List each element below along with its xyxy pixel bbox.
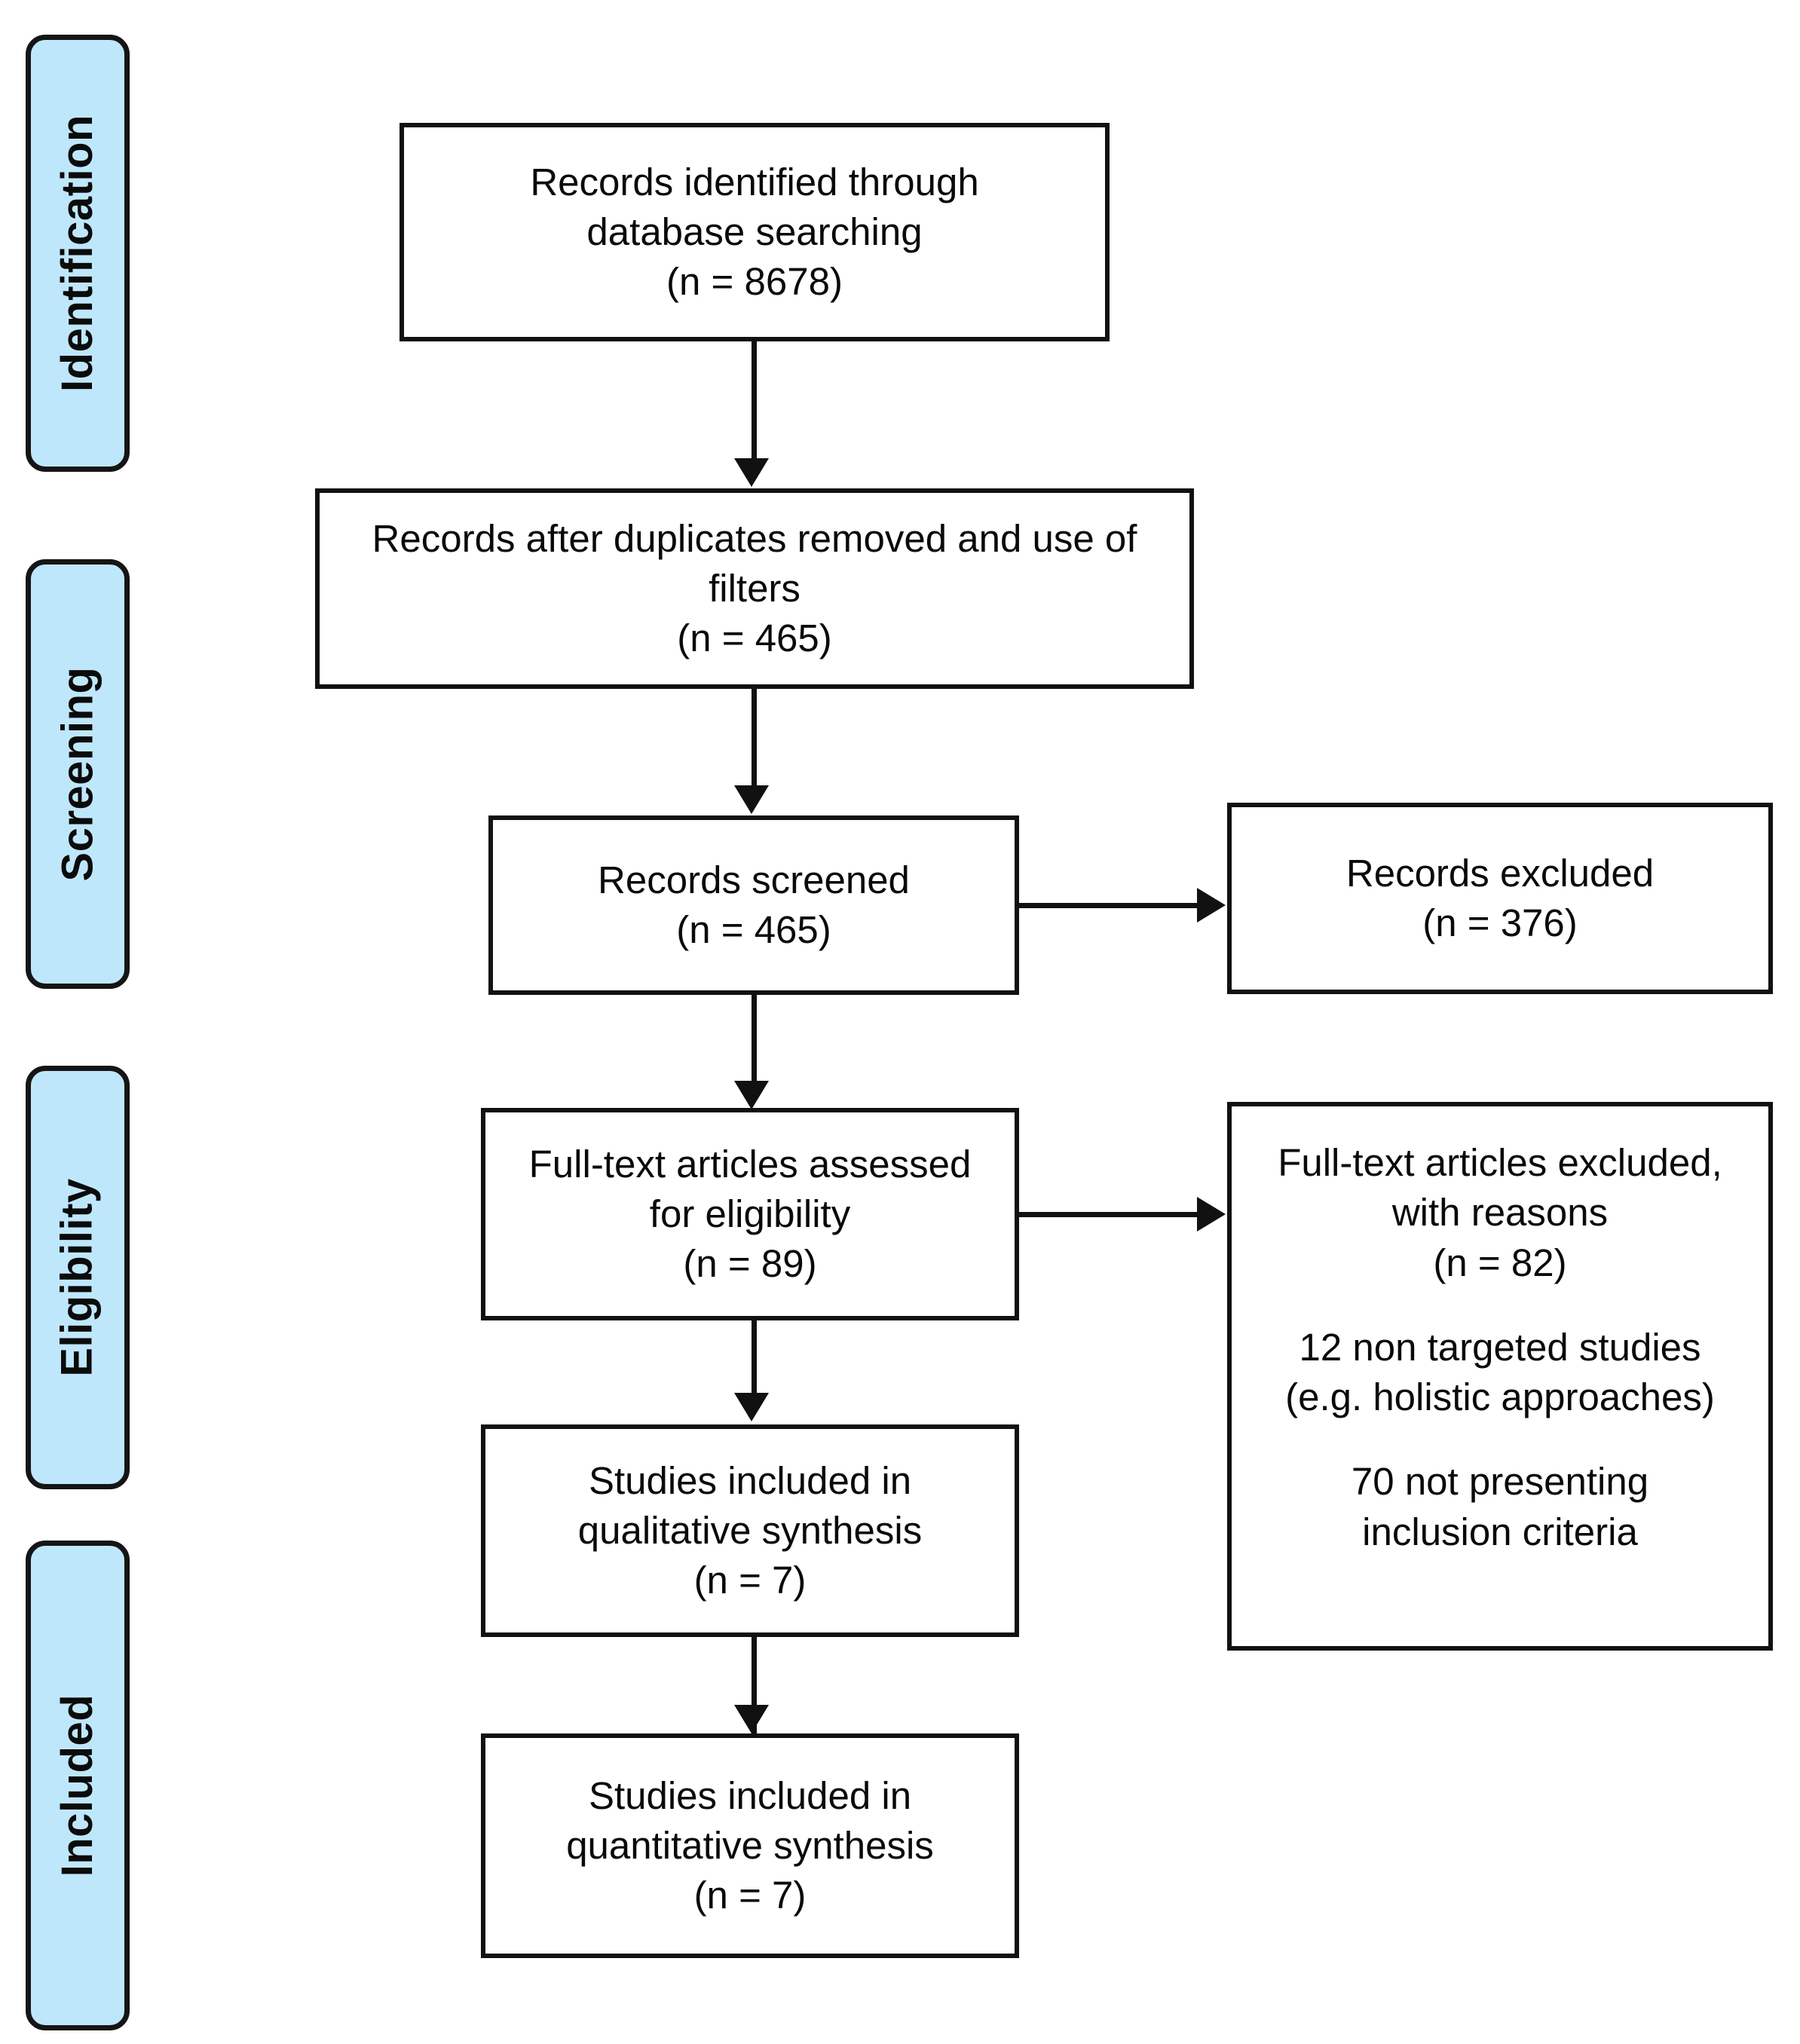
box-records-excluded-line-1: Records excluded: [1345, 851, 1655, 895]
box-records-screened: Records screened (n = 465): [488, 815, 1019, 995]
arrowhead-qualitative-to-quantitative: [734, 1705, 769, 1733]
stage-label-screening: Screening: [53, 666, 102, 882]
box-fulltext-excluded-count: (n = 82): [1433, 1241, 1567, 1284]
box-fulltext-excluded: Full-text articles excluded, with reason…: [1227, 1102, 1773, 1651]
connector-fulltext-to-excluded: [1019, 1212, 1198, 1217]
box-records-excluded-count: (n = 376): [1422, 901, 1578, 944]
box-qualitative-synthesis-line-2: qualitative synthesis: [577, 1508, 923, 1552]
box-fulltext-excluded-line-2: with reasons: [1391, 1191, 1609, 1235]
arrowhead-screened-to-fulltext: [734, 1081, 769, 1109]
stage-tab-identification: Identification: [26, 35, 130, 472]
box-records-excluded: Records excluded (n = 376): [1227, 803, 1773, 994]
box-fulltext-excluded-reason-2b: inclusion criteria: [1362, 1510, 1638, 1553]
arrowhead-fulltext-to-qualitative: [734, 1393, 769, 1421]
connector-screened-to-excluded: [1019, 903, 1198, 908]
box-fulltext-excluded-reason-1b: (e.g. holistic approaches): [1285, 1375, 1715, 1419]
box-fulltext-assessed-line-2: for eligibility: [649, 1192, 851, 1235]
box-quantitative-synthesis-count: (n = 7): [693, 1874, 807, 1917]
stage-tab-screening: Screening: [26, 559, 130, 989]
box-fulltext-assessed-count: (n = 89): [683, 1242, 817, 1286]
box-records-screened-line-1: Records screened: [598, 858, 910, 901]
connector-qualitative-to-quantitative: [752, 1637, 757, 1733]
box-records-after-duplicates-line-2: filters: [709, 566, 801, 610]
box-records-after-duplicates-count: (n = 465): [677, 617, 832, 660]
stage-label-included: Included: [53, 1694, 102, 1877]
stage-tab-eligibility: Eligibility: [26, 1066, 130, 1489]
box-quantitative-synthesis: Studies included in quantitative synthes…: [481, 1733, 1019, 1958]
box-fulltext-assessed: Full-text articles assessed for eligibil…: [481, 1108, 1019, 1320]
connector-fulltext-to-qualitative: [752, 1320, 757, 1396]
stage-tab-included: Included: [26, 1541, 130, 2030]
box-qualitative-synthesis-count: (n = 7): [693, 1559, 807, 1602]
box-records-identified-line-1: Records identified through: [530, 160, 979, 203]
box-quantitative-synthesis-line-2: quantitative synthesis: [566, 1823, 934, 1867]
stage-label-identification: Identification: [53, 115, 103, 392]
box-qualitative-synthesis-line-1: Studies included in: [588, 1458, 912, 1502]
arrowhead-identified-to-deduped: [734, 458, 769, 487]
connector-screened-to-fulltext: [752, 995, 757, 1084]
box-qualitative-synthesis: Studies included in qualitative synthesi…: [481, 1424, 1019, 1637]
box-fulltext-excluded-line-1: Full-text articles excluded,: [1278, 1141, 1722, 1184]
box-records-identified-count: (n = 8678): [666, 260, 843, 304]
box-fulltext-excluded-reason-1a: 12 non targeted studies: [1299, 1325, 1701, 1369]
box-records-screened-count: (n = 465): [676, 908, 831, 951]
box-fulltext-excluded-reason-2a: 70 not presenting: [1351, 1460, 1649, 1504]
arrowhead-fulltext-to-excluded: [1197, 1197, 1226, 1232]
box-records-after-duplicates-line-1: Records after duplicates removed and use…: [372, 516, 1137, 560]
box-quantitative-synthesis-line-1: Studies included in: [588, 1773, 912, 1817]
connector-deduped-to-screened: [752, 689, 757, 787]
arrowhead-screened-to-excluded: [1197, 888, 1226, 923]
stage-label-eligibility: Eligibility: [53, 1178, 102, 1377]
box-records-identified-line-2: database searching: [586, 210, 923, 253]
arrowhead-deduped-to-screened: [734, 785, 769, 814]
connector-identified-to-deduped: [752, 341, 757, 461]
box-records-after-duplicates: Records after duplicates removed and use…: [315, 488, 1194, 689]
box-fulltext-assessed-line-1: Full-text articles assessed: [528, 1142, 972, 1186]
box-records-identified: Records identified through database sear…: [399, 123, 1110, 341]
